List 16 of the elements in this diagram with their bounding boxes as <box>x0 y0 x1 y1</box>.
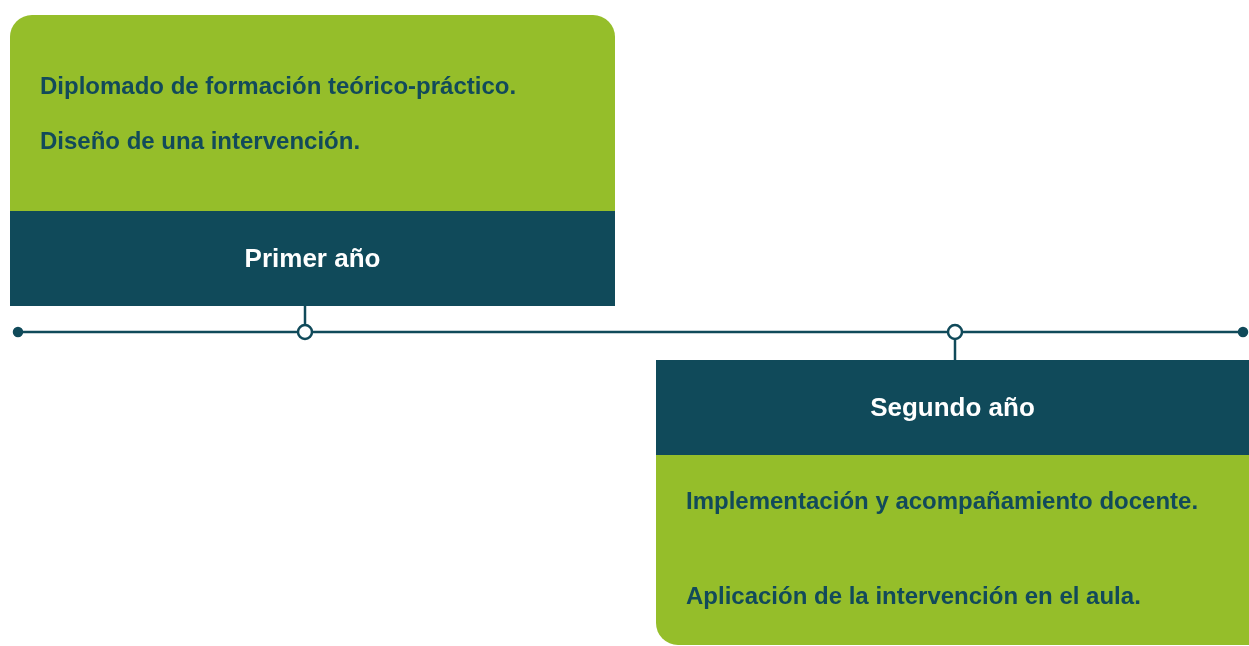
activity-text: Diplomado de formación teórico-práctico. <box>40 71 518 101</box>
timeline-marker <box>946 323 964 341</box>
timeline-marker <box>1237 326 1249 338</box>
year-heading: Segundo año <box>656 360 1249 455</box>
timeline-marker <box>12 326 24 338</box>
timeline-line <box>313 330 947 334</box>
timeline-card <box>10 15 615 306</box>
timeline-line <box>23 330 297 334</box>
activity-text: Implementación y acompañamiento docente. <box>686 486 1200 516</box>
timeline-card <box>656 360 1249 645</box>
year-heading: Primer año <box>10 211 615 306</box>
activity-text: Diseño de una intervención. <box>40 126 362 156</box>
activity-text: Aplicación de la intervención en el aula. <box>686 581 1142 611</box>
timeline-marker <box>296 323 314 341</box>
timeline-line <box>953 340 957 360</box>
timeline-line <box>963 330 1238 334</box>
